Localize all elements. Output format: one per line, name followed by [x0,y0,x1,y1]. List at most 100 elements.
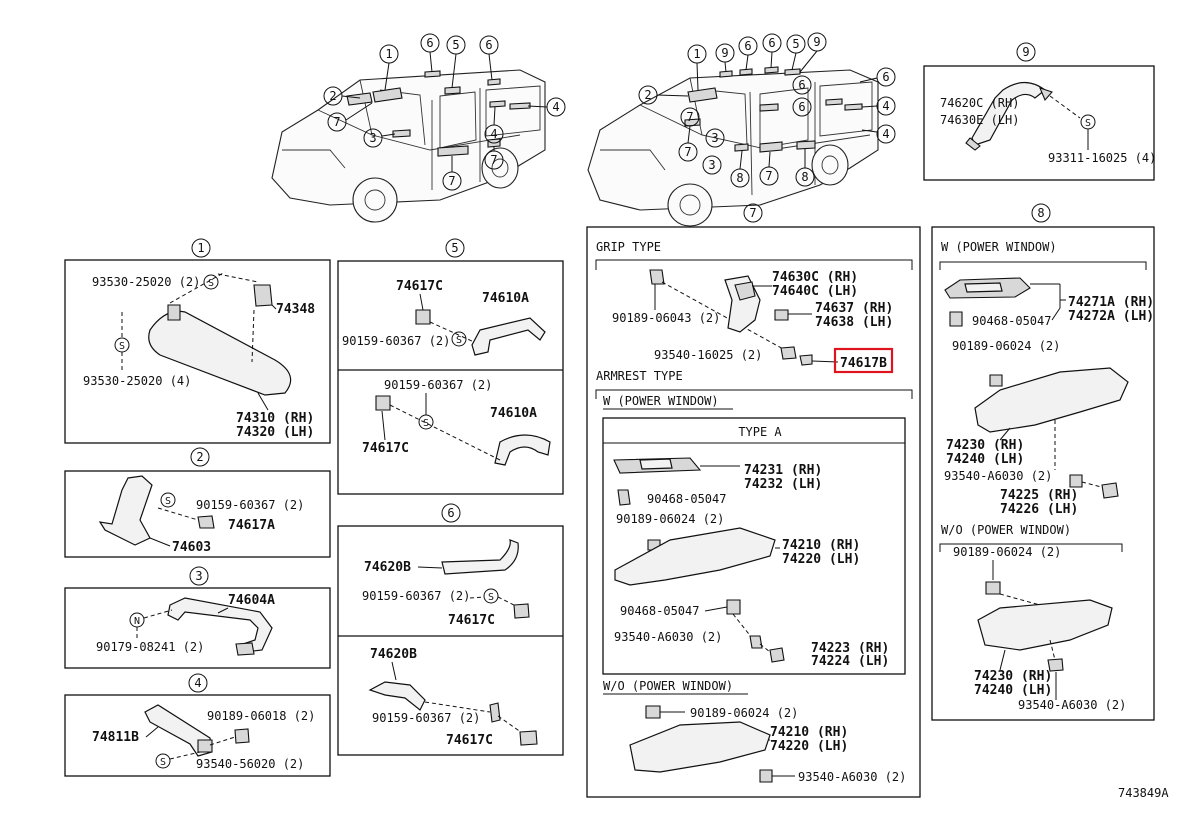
svg-text:3: 3 [195,569,202,583]
svg-text:93540-A6030 (2): 93540-A6030 (2) [614,630,722,644]
callout-3: 3 [363,128,396,148]
svg-text:S: S [1085,118,1091,129]
svg-text:6: 6 [882,70,889,84]
vehicle-illustration-left [271,69,546,223]
panel-6: 6 74620B S 90159-60367 (2) 74617C 74620B… [337,503,564,756]
callout-4: 4 [861,96,896,116]
callout-7: 7 [678,125,698,162]
callout-6: 6 [859,67,896,87]
svg-text:74637 (RH): 74637 (RH) [815,301,893,316]
svg-text:74210 (RH): 74210 (RH) [770,725,848,740]
svg-text:90159-60367 (2): 90159-60367 (2) [196,498,304,512]
svg-text:74620B: 74620B [364,560,411,575]
svg-text:7: 7 [490,153,497,167]
callouts-left-vehicle: 1 6 5 6 2 4 7 3 4 7 7 [323,33,566,191]
svg-text:74620B: 74620B [370,647,417,662]
svg-text:S: S [208,278,214,289]
panel-3: 3 74604A N 90179-08241 (2) [64,566,331,669]
svg-text:8: 8 [736,171,743,185]
svg-text:90159-60367 (2): 90159-60367 (2) [372,711,480,725]
svg-text:74224 (LH): 74224 (LH) [811,654,889,669]
svg-text:93311-16025 (4): 93311-16025 (4) [1048,151,1156,165]
callout-6: 6 [792,75,812,95]
svg-text:W (POWER WINDOW): W (POWER WINDOW) [941,240,1057,254]
svg-text:3: 3 [711,131,718,145]
callout-7: 7 [327,102,373,132]
svg-text:5: 5 [792,37,799,51]
svg-text:90159-60367 (2): 90159-60367 (2) [384,378,492,392]
vehicle-illustration-right [587,66,879,227]
svg-text:93540-56020 (2): 93540-56020 (2) [196,757,304,771]
svg-text:74617A: 74617A [228,518,275,533]
svg-text:74630E (LH): 74630E (LH) [940,113,1019,127]
svg-text:S: S [119,341,125,352]
svg-text:7: 7 [684,145,691,159]
svg-text:9: 9 [1022,45,1029,59]
svg-text:90159-60367 (2): 90159-60367 (2) [342,334,450,348]
svg-text:7: 7 [448,174,455,188]
svg-text:74617B: 74617B [840,356,887,371]
callout-8: 8 [795,149,815,187]
svg-text:90189-06024 (2): 90189-06024 (2) [690,706,798,720]
svg-text:2: 2 [644,88,651,102]
svg-text:74630C (RH): 74630C (RH) [772,270,858,285]
svg-text:93540-A6030 (2): 93540-A6030 (2) [1018,698,1126,712]
svg-text:1: 1 [385,47,392,61]
callout-5: 5 [786,34,806,71]
callout-5: 5 [446,35,466,89]
callout-1: 1 [687,44,707,91]
svg-text:6: 6 [744,39,751,53]
svg-text:90189-06043 (2): 90189-06043 (2) [612,311,720,325]
callout-4: 4 [484,106,504,144]
svg-text:93540-16025 (2): 93540-16025 (2) [654,348,762,362]
svg-text:1: 1 [693,47,700,61]
svg-text:74310 (RH): 74310 (RH) [236,411,314,426]
callouts-right-vehicle: 1 9 6 6 5 9 6 2 6 4 6 7 4 3 7 3 8 7 8 [638,32,896,188]
svg-text:9: 9 [813,35,820,49]
svg-text:74811B: 74811B [92,730,139,745]
svg-text:3: 3 [708,158,715,172]
callout-6: 6 [738,36,758,71]
svg-text:90189-06024 (2): 90189-06024 (2) [953,545,1061,559]
svg-text:74640C (LH): 74640C (LH) [772,284,858,299]
callout-2: 2 [638,85,689,105]
callout-7: 7 [759,151,779,186]
svg-text:8: 8 [1037,206,1044,220]
callout-3: 3 [702,155,722,175]
svg-text:90179-08241 (2): 90179-08241 (2) [96,640,204,654]
svg-text:90468-05047: 90468-05047 [647,492,726,506]
svg-text:5: 5 [452,38,459,52]
svg-text:74610A: 74610A [490,406,537,421]
svg-text:74231 (RH): 74231 (RH) [744,463,822,478]
svg-text:74272A (LH): 74272A (LH) [1068,309,1154,324]
svg-text:6: 6 [798,78,805,92]
svg-text:S: S [488,592,494,603]
svg-text:S: S [160,757,166,768]
svg-text:74223 (RH): 74223 (RH) [811,641,889,656]
svg-text:3: 3 [369,131,376,145]
svg-text:ARMREST TYPE: ARMREST TYPE [596,369,683,383]
panel-8: 8 W (POWER WINDOW) 74271A (RH) 74272A (L… [931,203,1155,721]
svg-text:74271A (RH): 74271A (RH) [1068,295,1154,310]
svg-text:74230 (RH): 74230 (RH) [946,438,1024,453]
callout-1: 1 [379,44,399,91]
svg-text:6: 6 [426,36,433,50]
callout-3: 3 [705,128,725,148]
svg-text:74617C: 74617C [362,441,409,456]
svg-text:90468-05047: 90468-05047 [620,604,699,618]
svg-text:90189-06024 (2): 90189-06024 (2) [616,512,724,526]
svg-text:90468-05047: 90468-05047 [972,314,1051,328]
callout-8: 8 [730,150,750,188]
highlight-74617B [833,347,894,374]
svg-text:GRIP TYPE: GRIP TYPE [596,240,661,254]
svg-text:W/O (POWER WINDOW): W/O (POWER WINDOW) [603,679,733,693]
svg-text:S: S [456,335,462,346]
diagram-id: 743849A [1118,786,1169,800]
svg-text:74603: 74603 [172,540,211,555]
svg-text:S: S [423,418,429,429]
svg-text:90189-06018 (2): 90189-06018 (2) [207,709,315,723]
panel-1: 1 93530-25020 (2) S 74348 S 93530-25020 … [64,238,331,444]
svg-text:74617C: 74617C [446,733,493,748]
panel-4: 4 90189-06018 (2) 74811B S 93540-56020 (… [64,673,331,777]
